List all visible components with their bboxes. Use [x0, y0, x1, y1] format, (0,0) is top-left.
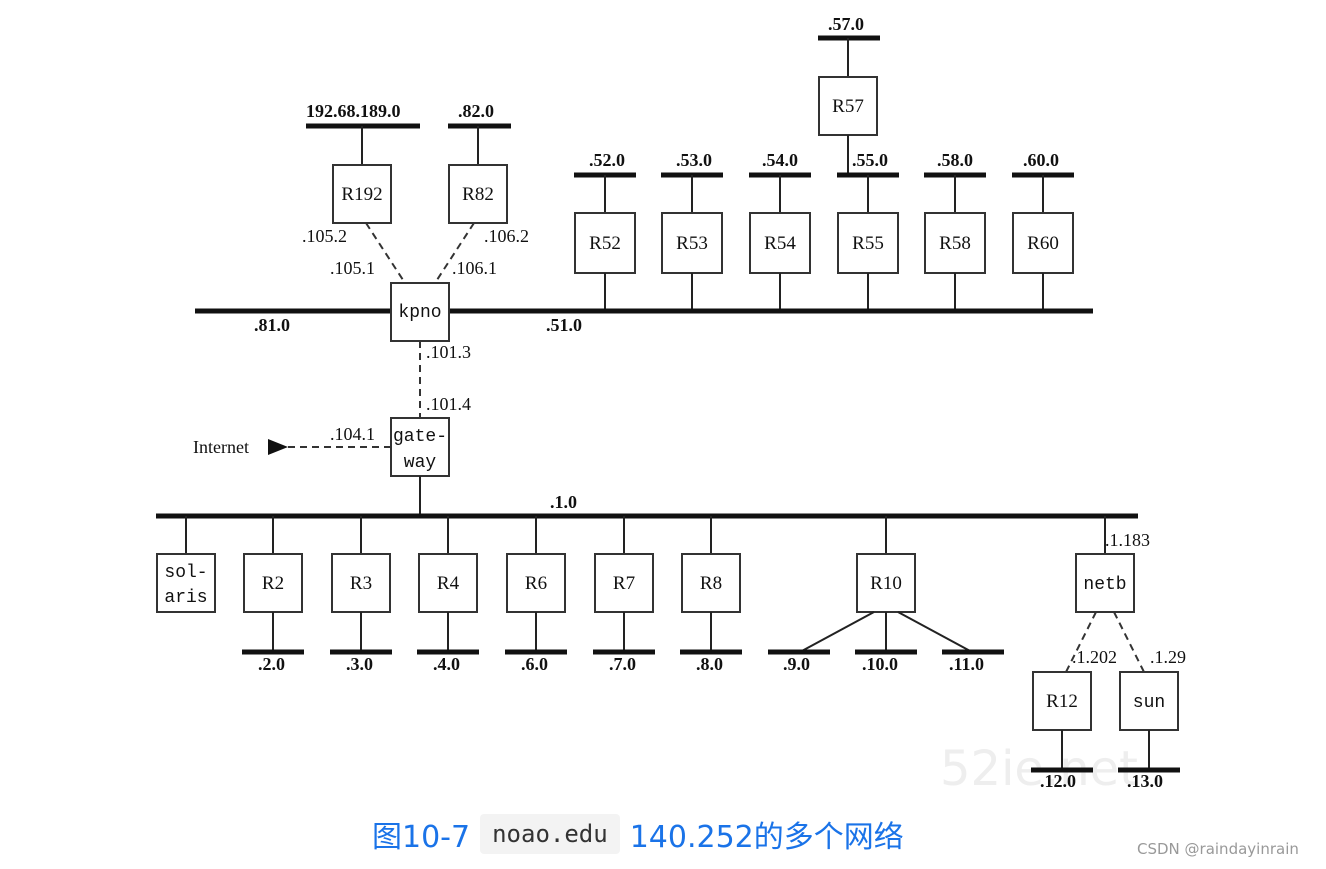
network-label-58-0: .58.0	[937, 150, 973, 170]
network-label-57-0: .57.0	[828, 14, 864, 34]
addr-106-2: .106.2	[484, 226, 529, 246]
host-label-gateway-2: way	[404, 453, 437, 473]
addr-101-3: .101.3	[426, 342, 471, 362]
router-label-r8: R8	[700, 573, 722, 594]
caption-code: noao.edu	[480, 814, 620, 854]
figure-caption: 图10-7 noao.edu 140.252的多个网络	[372, 812, 904, 856]
router-r4-group: R4 .4.0	[417, 516, 479, 674]
router-r3	[331, 553, 391, 613]
network-label-60-0: .60.0	[1023, 150, 1059, 170]
network-label-82-0: .82.0	[458, 101, 494, 121]
router-r54-group: .54.0 R54	[749, 150, 811, 311]
caption-description: 140.252的多个网络	[629, 820, 904, 855]
network-label-13-0: .13.0	[1127, 771, 1163, 791]
router-r60	[1012, 212, 1074, 274]
router-r8	[681, 553, 741, 613]
network-label-55-0: .55.0	[852, 150, 888, 170]
router-r8-group: R8 .8.0	[680, 516, 742, 674]
router-label-r53: R53	[676, 233, 708, 254]
router-label-r7: R7	[613, 573, 635, 594]
router-r55-group: .55.0 R55	[837, 150, 899, 311]
router-r7	[594, 553, 654, 613]
router-label-r52: R52	[589, 233, 621, 254]
host-label-sun: sun	[1133, 693, 1165, 713]
host-label-netb: netb	[1083, 575, 1126, 595]
addr-1-202: .1.202	[1072, 647, 1117, 667]
router-r52	[574, 212, 636, 274]
host-label-solaris-1: sol-	[164, 563, 207, 583]
router-label-r6: R6	[525, 573, 547, 594]
network-label-6-0: .6.0	[521, 654, 548, 674]
host-gateway	[390, 417, 450, 477]
addr-106-1: .106.1	[452, 258, 497, 278]
router-r12	[1032, 671, 1092, 731]
router-label-r4: R4	[437, 573, 460, 594]
addr-1-183: .1.183	[1105, 530, 1150, 550]
network-label-9-0: .9.0	[783, 654, 810, 674]
network-label-3-0: .3.0	[346, 654, 373, 674]
host-label-kpno: kpno	[398, 303, 441, 323]
router-r58	[924, 212, 986, 274]
router-label-r57: R57	[832, 96, 864, 117]
network-label-11-0: .11.0	[949, 654, 984, 674]
router-label-r54: R54	[764, 233, 796, 254]
network-label-4-0: .4.0	[433, 654, 460, 674]
network-label-51-0: .51.0	[546, 315, 582, 335]
host-kpno	[390, 282, 450, 342]
host-label-solaris-2: aris	[164, 588, 207, 608]
link-r10-to-11	[897, 611, 973, 653]
router-r55	[837, 212, 899, 274]
router-r60-group: .60.0 R60	[1012, 150, 1074, 311]
router-label-r2: R2	[262, 573, 284, 594]
network-label-54-0: .54.0	[762, 150, 798, 170]
router-r4	[418, 553, 478, 613]
network-label-53-0: .53.0	[676, 150, 712, 170]
router-label-r82: R82	[462, 184, 494, 205]
router-label-r192: R192	[341, 184, 382, 205]
addr-104-1: .104.1	[330, 424, 375, 444]
link-r10-to-9	[799, 611, 875, 653]
network-label-1-0: .1.0	[550, 492, 577, 512]
network-label-7-0: .7.0	[609, 654, 636, 674]
network-label-2-0: .2.0	[258, 654, 285, 674]
addr-105-2: .105.2	[302, 226, 347, 246]
network-label-81-0: .81.0	[254, 315, 290, 335]
csdn-credit: CSDN @raindayinrain	[1137, 840, 1299, 858]
router-r53-group: .53.0 R53	[661, 150, 723, 311]
router-r10	[856, 553, 916, 613]
network-label-12-0: .12.0	[1040, 771, 1076, 791]
router-r58-group: .58.0 R58	[924, 150, 986, 311]
addr-1-29: .1.29	[1150, 647, 1186, 667]
caption-figure-number: 图10-7	[372, 820, 471, 855]
router-label-r55: R55	[852, 233, 884, 254]
router-r82	[448, 164, 508, 224]
host-label-gateway-1: gate-	[393, 427, 447, 447]
router-r2-group: R2 .2.0	[242, 516, 304, 674]
network-label-8-0: .8.0	[696, 654, 723, 674]
host-solaris	[156, 553, 216, 613]
router-r6-group: R6 .6.0	[505, 516, 567, 674]
router-r2	[243, 553, 303, 613]
router-label-r3: R3	[350, 573, 372, 594]
host-netb	[1075, 553, 1135, 613]
router-r54	[749, 212, 811, 274]
router-r3-group: R3 .3.0	[330, 516, 392, 674]
internet-label: Internet	[193, 437, 249, 457]
network-label-192-68-189-0: 192.68.189.0	[306, 101, 401, 121]
link-netb-sun	[1113, 611, 1145, 673]
addr-105-1: .105.1	[330, 258, 375, 278]
router-r7-group: R7 .7.0	[593, 516, 655, 674]
addr-101-4: .101.4	[426, 394, 471, 414]
router-r52-group: .52.0 R52	[574, 150, 636, 311]
router-r192	[332, 164, 392, 224]
network-label-52-0: .52.0	[589, 150, 625, 170]
router-r6	[506, 553, 566, 613]
host-sun	[1119, 671, 1179, 731]
network-label-10-0: .10.0	[862, 654, 898, 674]
router-label-r10: R10	[870, 573, 902, 594]
router-label-r58: R58	[939, 233, 971, 254]
router-label-r60: R60	[1027, 233, 1059, 254]
router-label-r12: R12	[1046, 691, 1078, 712]
